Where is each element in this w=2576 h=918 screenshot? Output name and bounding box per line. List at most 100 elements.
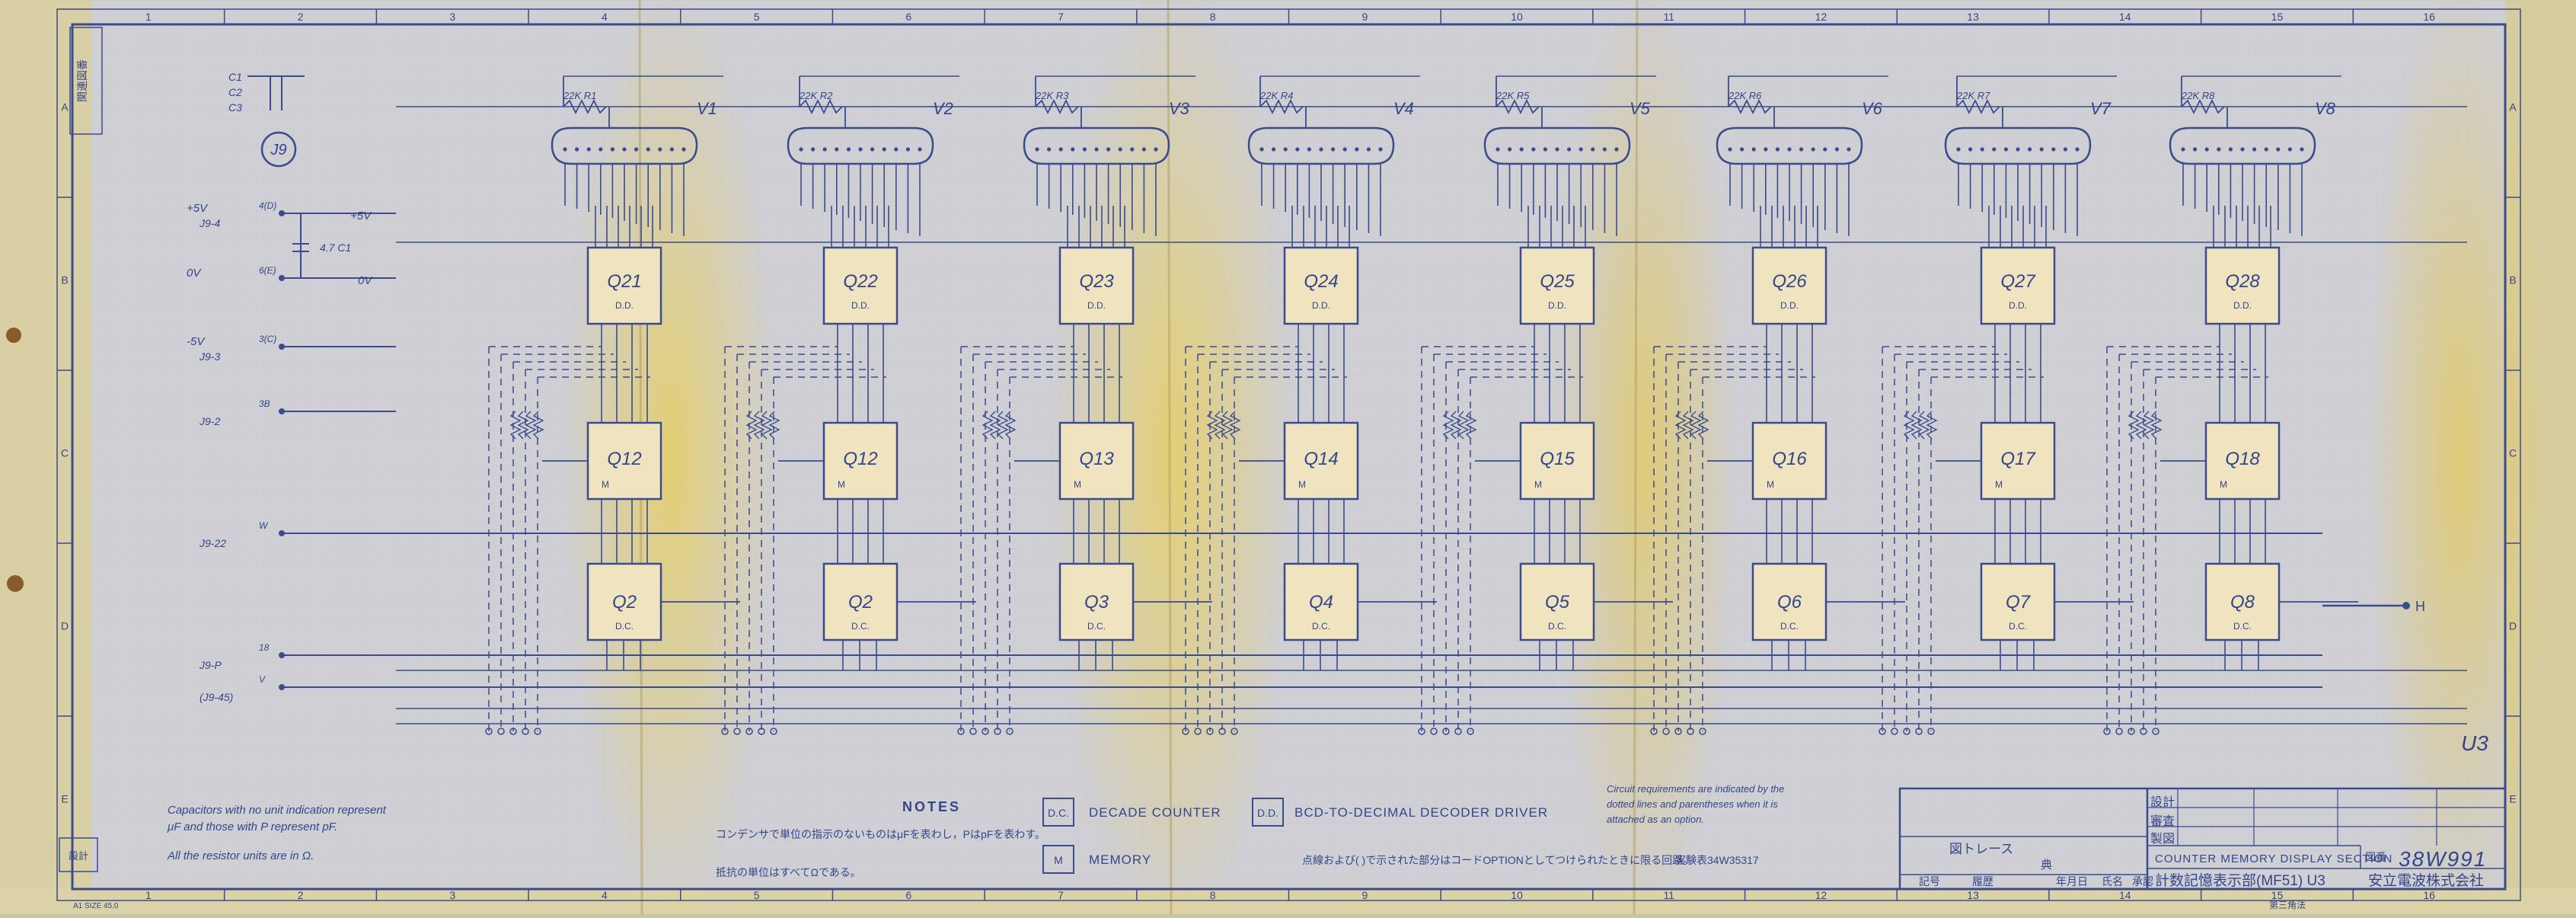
column-number-bottom: 15 (2271, 889, 2284, 901)
legend: D.C. DECADE COUNTER D.D. BCD-TO-DECIMAL … (1042, 798, 1547, 874)
memory-block (2204, 421, 2281, 501)
tube-pin (2016, 147, 2020, 152)
tube-pin (610, 147, 615, 152)
rail-net-right-5v: +5V (350, 210, 372, 222)
column-number-bottom: 10 (1511, 889, 1523, 901)
legend-abbr-m: M (1054, 854, 1063, 866)
tube-pin (905, 147, 910, 152)
decoder-label: Q28 (2225, 271, 2260, 292)
tube-pin (1775, 147, 1780, 152)
column-number-top: 8 (1210, 11, 1216, 23)
tube-pin (1728, 147, 1732, 152)
column-number-top: 13 (1967, 11, 1979, 23)
option-dashed-bundle (1650, 346, 1815, 735)
option-resistor (2150, 411, 2163, 440)
decoder-label: Q23 (1079, 271, 1114, 292)
memory-label: Q15 (1540, 449, 1575, 469)
approval-role-design: 設計 (2150, 795, 2175, 809)
option-resistor (525, 411, 537, 440)
notes-heading: NOTES (902, 799, 961, 814)
memory-label: Q18 (2225, 449, 2260, 469)
column-number-bottom: 1 (145, 889, 152, 901)
option-resistor (997, 411, 1009, 440)
tube-pin (1968, 147, 1973, 152)
option-resistor (1214, 411, 1226, 440)
row-letter-right: B (2509, 274, 2516, 286)
tube-name: V5 (1630, 99, 1651, 118)
decoder-label: Q24 (1304, 271, 1338, 292)
revision-header: 履歴 (1972, 875, 1993, 888)
punch-hole-lower (7, 575, 24, 592)
rail-connector-label: J9-4 (199, 217, 220, 229)
column-number-top: 15 (2271, 11, 2284, 23)
option-dashed-bundle (1418, 346, 1583, 735)
option-terminal (1662, 728, 1670, 735)
option-resistor (1465, 411, 1477, 440)
row-letter-left: B (61, 274, 68, 286)
option-resistor (1674, 411, 1687, 440)
tube-pin (1366, 147, 1371, 152)
option-terminal (721, 728, 729, 735)
rail-connector-label: J9-2 (199, 415, 220, 427)
counter-label: Q8 (2230, 592, 2255, 613)
tube-pin (894, 147, 899, 152)
option-terminal (1903, 728, 1910, 735)
option-resistor (761, 411, 773, 440)
rail-net-right-0v: 0V (358, 274, 373, 287)
tube-pin (1980, 147, 1984, 152)
legend-abbr-dc: D.C. (1048, 807, 1069, 819)
drawing-number-label: 図番 (2365, 851, 2386, 863)
tube-pin (1342, 147, 1347, 152)
tube-pin (1787, 147, 1792, 152)
tube-pin (1519, 147, 1524, 152)
tube-pin (1555, 147, 1559, 152)
memory-label: Q14 (1304, 449, 1338, 469)
anode-resistor (1956, 98, 2000, 115)
revision-box-label: 関連図番 (76, 59, 88, 102)
tube-pin (1751, 147, 1756, 152)
memory-type-label: M (602, 479, 609, 490)
tube-pin (2204, 147, 2209, 152)
option-terminal (522, 728, 529, 735)
tube-pin (2287, 147, 2292, 152)
resistor-label: 22K R4 (1259, 90, 1293, 101)
rail-pin-label: 4(D) (259, 200, 276, 211)
tube-pin (1508, 147, 1512, 152)
tube-pin (2217, 147, 2221, 152)
tube-pin (1047, 147, 1052, 152)
decoder-block (1283, 246, 1359, 325)
option-resistor (989, 411, 1001, 440)
decoder-label: Q21 (607, 271, 641, 292)
punch-hole-upper (6, 328, 21, 343)
nixie-tube-envelope (1944, 126, 2092, 165)
column-number-top: 10 (1511, 11, 1523, 23)
memory-block (586, 421, 662, 501)
option-resistor (1697, 411, 1709, 440)
revision-sign: 典 (2041, 859, 2052, 872)
tube-pin (1283, 147, 1288, 152)
tube-name: V2 (933, 99, 953, 118)
decoder-block (822, 246, 899, 325)
tube-pin (1495, 147, 1500, 152)
tube-pin (1531, 147, 1536, 152)
option-terminal (1915, 728, 1923, 735)
decoder-block (2204, 246, 2281, 325)
tube-pin (622, 147, 627, 152)
cap-label-c2: C2 (228, 86, 242, 98)
option-terminal (2140, 728, 2147, 735)
tube-pin (575, 147, 579, 152)
tube-pin (799, 147, 803, 152)
memory-type-label: M (1767, 479, 1774, 490)
tube-pin (2075, 147, 2080, 152)
option-terminal (957, 728, 965, 735)
tube-pin (822, 147, 827, 152)
resistor-label: 22K R5 (1495, 90, 1530, 101)
column-number-bottom: 4 (602, 889, 608, 901)
option-terminal (485, 728, 493, 735)
memory-type-label: M (2220, 479, 2227, 490)
